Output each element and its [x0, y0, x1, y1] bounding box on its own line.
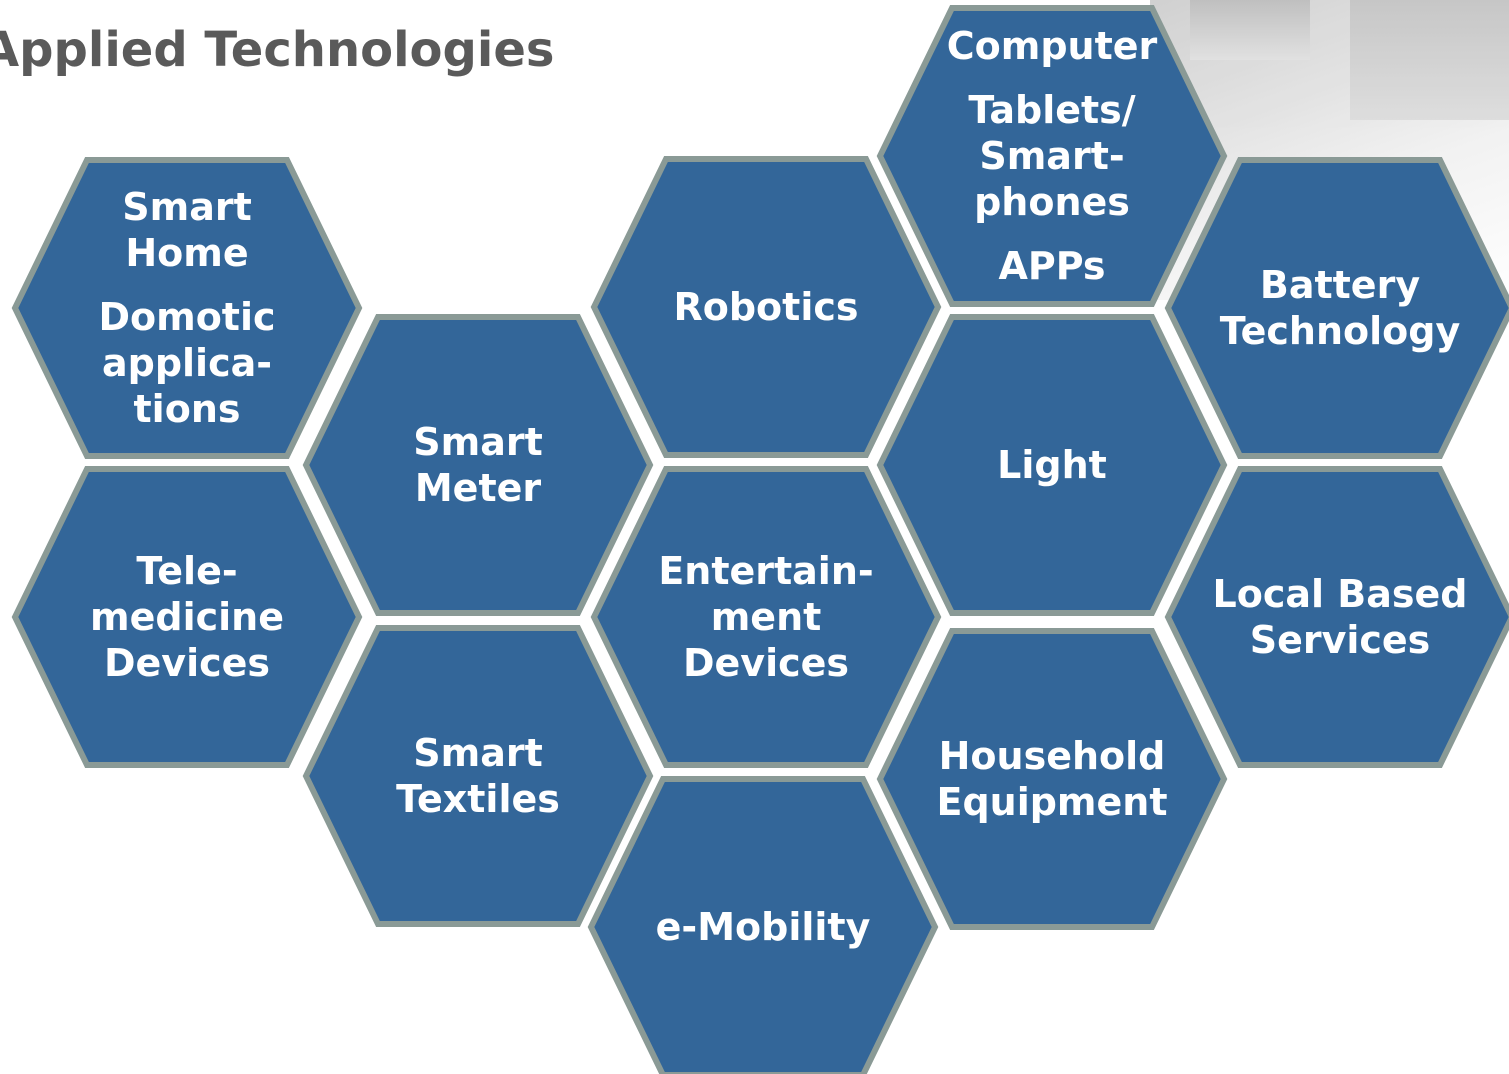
hexagon-label: e-Mobility: [656, 905, 871, 949]
hexagon-label: Devices: [104, 641, 270, 685]
hexagon-label: Smart: [413, 420, 543, 464]
hexagon-shape: [11, 466, 363, 768]
hexagon-label: Smart: [122, 185, 252, 229]
hexagon-label: Equipment: [936, 780, 1167, 824]
hexagon-label: Meter: [415, 466, 542, 510]
hexagon-label: ment: [711, 595, 822, 639]
hexagon-light: Light: [876, 314, 1228, 616]
hexagon-shape: [590, 466, 942, 768]
hexagon-label: Devices: [683, 641, 849, 685]
background-shade: [1350, 0, 1509, 120]
hexagon-label: Household: [939, 734, 1166, 778]
hexagon-label: Domotic: [98, 295, 275, 339]
hexagon-label: Tablets/: [968, 88, 1135, 132]
hexagon-label: tions: [134, 387, 241, 431]
hexagon-label: Light: [997, 443, 1107, 487]
hexagon-shape: [302, 625, 654, 927]
hexagon-label: phones: [974, 180, 1130, 224]
hexagon-label: medicine: [90, 595, 284, 639]
background-shade: [1190, 0, 1310, 60]
page-title: Applied Technologies: [0, 22, 555, 78]
hexagon-shape: [11, 157, 363, 459]
hexagon-label: Tele-: [136, 549, 237, 593]
hexagon-label: applica-: [102, 341, 272, 385]
hexagon-shape: [876, 628, 1228, 930]
hexagon-label: Robotics: [673, 285, 858, 329]
hexagon-shape: [302, 314, 654, 616]
hexagon-shape: [590, 156, 942, 458]
hexagon-e-mobility: e-Mobility: [587, 776, 939, 1074]
hexagon-label: Computer: [947, 24, 1158, 68]
hexagon-label: Local Based: [1213, 572, 1468, 616]
hexagon-label: Entertain-: [658, 549, 873, 593]
hexagon-label: Textiles: [396, 777, 560, 821]
hexagon-shape: [1164, 157, 1509, 459]
hexagon-label: Smart-: [979, 134, 1124, 178]
hexagon-shape: [1164, 466, 1509, 768]
hexagon-shape: [876, 5, 1228, 307]
hexagon-label: Technology: [1220, 309, 1461, 353]
hexagon-label: Services: [1250, 618, 1431, 662]
hexagon-label: Battery: [1260, 263, 1420, 307]
hexagon-shape: [587, 776, 939, 1074]
hexagon-label: APPs: [998, 244, 1105, 288]
hexagon-shape: [876, 314, 1228, 616]
hexagon-label: Home: [125, 231, 248, 275]
hexagon-label: Smart: [413, 731, 543, 775]
hexagon-robotics: Robotics: [590, 156, 942, 458]
